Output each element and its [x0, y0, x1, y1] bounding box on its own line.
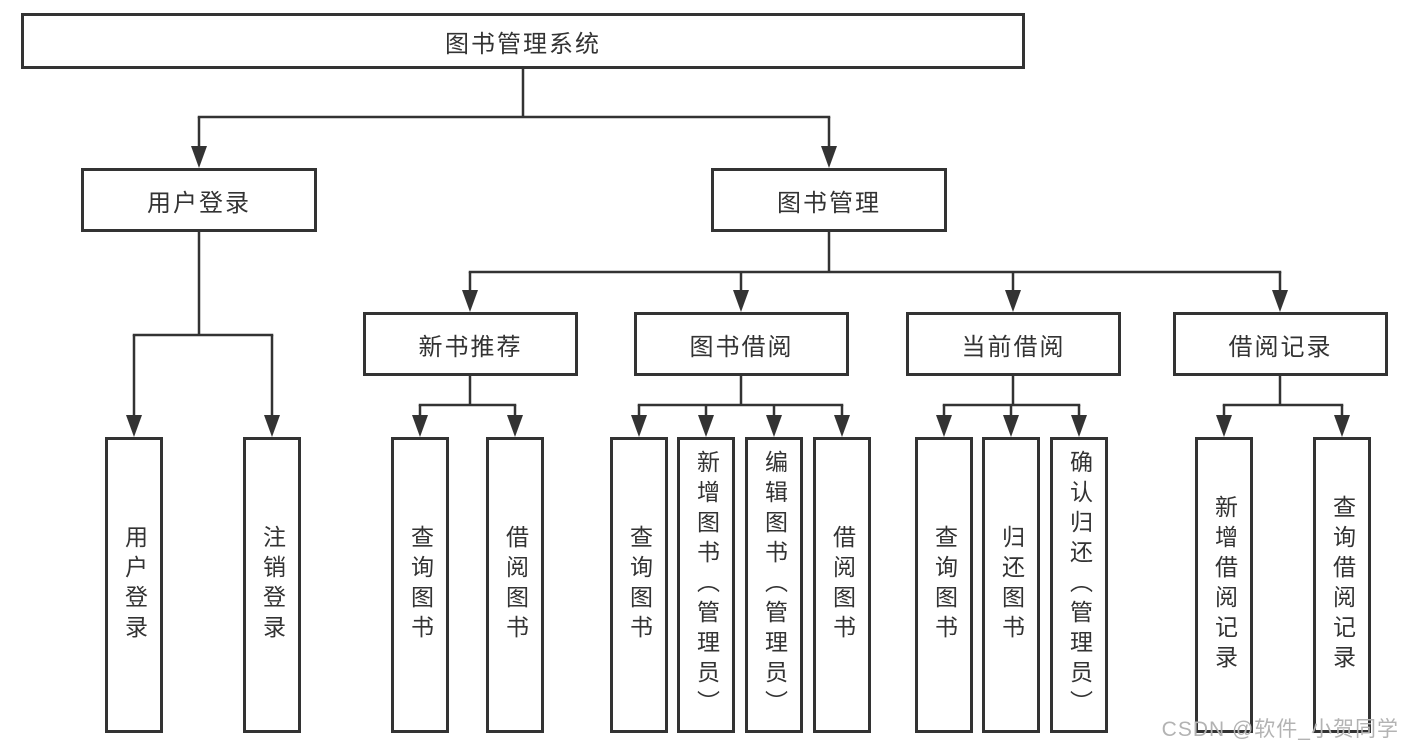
leaf-records-add-record: 新增借阅记录	[1195, 437, 1253, 733]
node-book-management: 图书管理	[711, 168, 947, 232]
node-borrow-records: 借阅记录	[1173, 312, 1388, 376]
leaf-recommend-query-books: 查询图书	[391, 437, 449, 733]
leaf-records-query-record: 查询借阅记录	[1313, 437, 1371, 733]
leaf-recommend-borrow-books: 借阅图书	[486, 437, 544, 733]
leaf-logout: 注销登录	[243, 437, 301, 733]
leaf-borrow-borrow-books: 借阅图书	[813, 437, 871, 733]
node-current-borrow: 当前借阅	[906, 312, 1121, 376]
node-book-borrow: 图书借阅	[634, 312, 849, 376]
leaf-borrow-add-books-admin: 新增图书（管理员）	[677, 437, 735, 733]
node-library-management-system: 图书管理系统	[21, 13, 1025, 69]
leaf-current-query-books: 查询图书	[915, 437, 973, 733]
node-user-login: 用户登录	[81, 168, 317, 232]
leaf-current-confirm-return-admin: 确认归还（管理员）	[1050, 437, 1108, 733]
leaf-borrow-edit-books-admin: 编辑图书（管理员）	[745, 437, 803, 733]
watermark: CSDN @软件_小贺同学	[1161, 718, 1399, 741]
node-new-book-recommend: 新书推荐	[363, 312, 578, 376]
leaf-user-login: 用户登录	[105, 437, 163, 733]
leaf-borrow-query-books: 查询图书	[610, 437, 668, 733]
leaf-current-return-books: 归还图书	[982, 437, 1040, 733]
